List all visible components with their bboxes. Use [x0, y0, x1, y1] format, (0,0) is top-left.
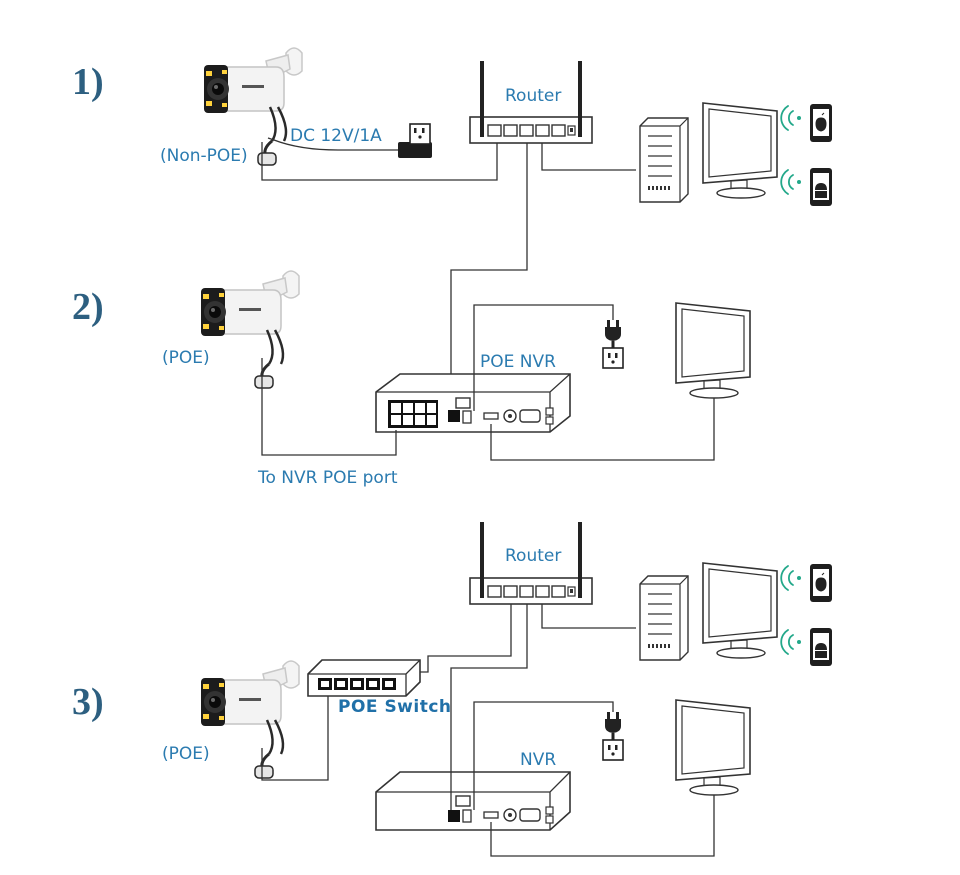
monitor-icon: [702, 562, 778, 659]
power-spec-label: DC 12V/1A: [290, 126, 382, 146]
router-label: Router: [505, 86, 562, 106]
power-adapter-icon: [398, 123, 432, 158]
poe-nvr-icon: [375, 373, 571, 433]
wifi-signal-icon: [780, 169, 802, 195]
monitor-icon: [675, 302, 751, 399]
poe-switch-label: POE Switch: [338, 697, 452, 717]
monitor-icon: [702, 102, 778, 199]
router-label: Router: [505, 546, 562, 566]
section-3-setup: [199, 521, 832, 857]
bullet-camera-icon: [199, 269, 301, 390]
section-number: 2): [72, 286, 104, 328]
wifi-signal-icon: [780, 629, 802, 655]
section-1-setup: [202, 46, 832, 402]
camera-type-label: (POE): [162, 348, 210, 368]
pc-tower-icon: [638, 574, 690, 662]
camera-type-label: (Non-POE): [160, 146, 248, 166]
section-number: 1): [72, 61, 104, 103]
nvr-icon: [375, 771, 571, 831]
monitor-icon: [675, 699, 751, 796]
nvr-label: NVR: [520, 750, 557, 770]
section-number: 3): [72, 681, 104, 723]
nvr-label: POE NVR: [480, 352, 556, 372]
power-plug-icon: [601, 318, 625, 370]
wifi-signal-icon: [780, 105, 802, 131]
poe-switch-icon: [307, 659, 421, 697]
section-2-setup: [199, 269, 751, 461]
camera-type-label: (POE): [162, 744, 210, 764]
bullet-camera-icon: [199, 659, 301, 780]
wifi-signal-icon: [780, 565, 802, 591]
power-plug-icon: [601, 710, 625, 762]
pc-tower-icon: [638, 116, 690, 204]
poe-port-label: To NVR POE port: [258, 468, 398, 488]
